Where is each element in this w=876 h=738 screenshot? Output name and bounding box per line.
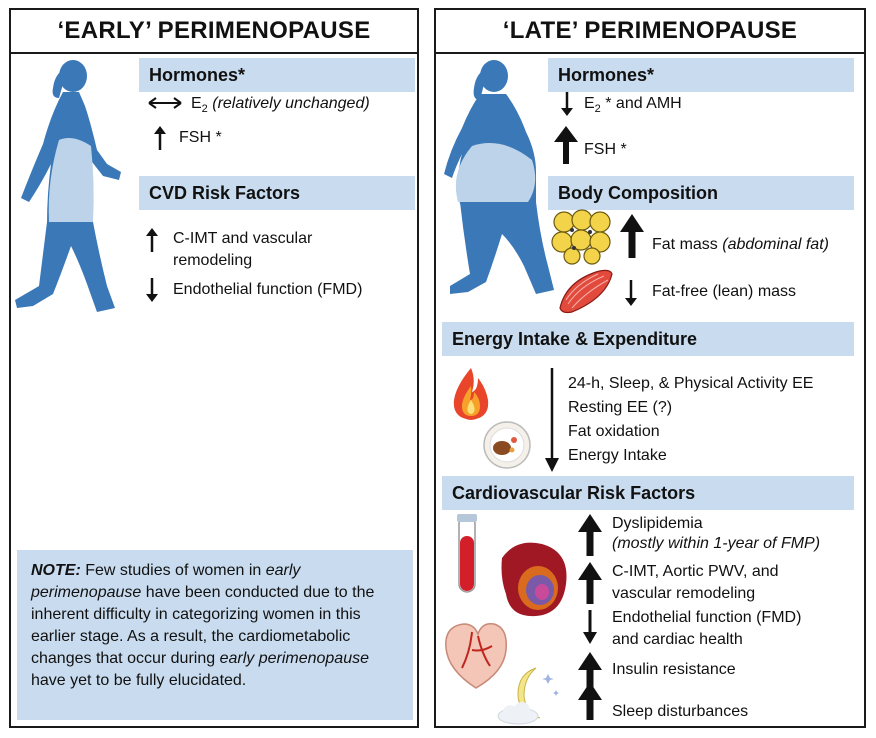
large-up-arrow-icon: [578, 682, 602, 720]
energy-heading: Energy Intake & Expenditure: [442, 322, 854, 356]
up-arrow-icon: [154, 126, 166, 150]
dyslipidemia-note: (mostly within 1-year of FMP): [612, 535, 821, 552]
energy-item: Energy Intake: [568, 447, 667, 464]
heart-icon: [445, 622, 507, 689]
late-fsh: FSH *: [584, 141, 627, 158]
cardiovascular-heading: Cardiovascular Risk Factors: [442, 476, 854, 510]
e2-rest: * and AMH: [600, 95, 682, 112]
down-arrow-icon: [625, 280, 637, 306]
fat-mass-note: (abdominal fat): [722, 236, 829, 253]
early-cvd-heading: CVD Risk Factors: [139, 176, 415, 210]
up-arrow-icon: [146, 228, 158, 252]
late-perimenopause-panel: ‘LATE’ PERIMENOPAUSE Hormones* E2 * and …: [434, 8, 866, 728]
late-panel-title: ‘LATE’ PERIMENOPAUSE: [436, 10, 864, 54]
down-arrow-icon: [583, 610, 597, 644]
large-up-arrow-icon: [578, 562, 602, 604]
early-cimt-line1: C-IMT and vascular: [173, 230, 313, 247]
e2-note: (relatively unchanged): [212, 95, 370, 112]
note-part3: have yet to be fully elucidated.: [31, 672, 247, 689]
large-up-arrow-icon: [620, 214, 644, 258]
early-cimt-line2: remodeling: [173, 252, 253, 269]
flame-icon: [453, 368, 489, 420]
fat-free-mass: Fat-free (lean) mass: [652, 283, 797, 300]
body-composition-heading: Body Composition: [548, 176, 854, 210]
energy-item: 24-h, Sleep, & Physical Activity EE: [568, 375, 814, 392]
e2-subscript: 2: [594, 103, 601, 116]
cimt-line2: vascular remodeling: [612, 585, 756, 602]
sleep-disturbances: Sleep disturbances: [612, 703, 749, 720]
early-panel-title: ‘EARLY’ PERIMENOPAUSE: [11, 10, 417, 54]
early-fsh: FSH *: [179, 129, 222, 146]
walking-woman-figure: [444, 60, 554, 294]
large-up-arrow-icon: [578, 514, 602, 556]
late-hormones-heading: Hormones*: [548, 58, 854, 92]
blood-tube-icon: [457, 514, 477, 593]
early-e2-line: E2 (relatively unchanged): [191, 94, 370, 119]
cimt-line1: C-IMT, Aortic PWV, and: [612, 563, 779, 580]
food-plate-icon: [483, 421, 531, 469]
large-up-arrow-icon: [554, 126, 578, 164]
energy-item: Fat oxidation: [568, 423, 660, 440]
early-perimenopause-panel: ‘EARLY’ PERIMENOPAUSE Hormones* E2 (rela…: [9, 8, 419, 728]
artery-icon: [501, 542, 567, 617]
moon-cloud-icon: [497, 667, 559, 725]
fat-cells-icon: [551, 209, 611, 265]
muscle-icon: [559, 269, 613, 314]
fat-mass-label: Fat mass: [652, 236, 718, 253]
e2-subscript: 2: [201, 103, 208, 116]
note-part2: have been conducted due to the inherent …: [31, 584, 375, 667]
fat-mass-line: Fat mass (abdominal fat): [652, 235, 829, 255]
double-arrow-icon: [148, 97, 182, 109]
early-hormones-heading: Hormones*: [139, 58, 415, 92]
note-lead: NOTE:: [31, 562, 81, 579]
late-e2-line: E2 * and AMH: [584, 94, 682, 119]
note-part1: Few studies of women in: [80, 562, 266, 579]
long-down-arrow-icon: [545, 368, 559, 472]
walking-woman-figure: [15, 60, 121, 312]
early-note-box: NOTE: Few studies of women in early peri…: [17, 550, 413, 720]
down-arrow-icon: [561, 92, 573, 116]
down-arrow-icon: [146, 278, 158, 302]
e2-label: E: [191, 95, 202, 112]
endothelial-line1: Endothelial function (FMD): [612, 609, 802, 626]
insulin-resistance: Insulin resistance: [612, 661, 736, 678]
dyslipidemia: Dyslipidemia: [612, 515, 703, 532]
early-endothelial: Endothelial function (FMD): [173, 281, 363, 298]
endothelial-line2: and cardiac health: [612, 631, 743, 648]
note-em1: early perimenopause: [31, 562, 301, 601]
energy-item: Resting EE (?): [568, 399, 673, 416]
e2-label: E: [584, 95, 595, 112]
note-em2: early perimenopause: [219, 650, 369, 667]
